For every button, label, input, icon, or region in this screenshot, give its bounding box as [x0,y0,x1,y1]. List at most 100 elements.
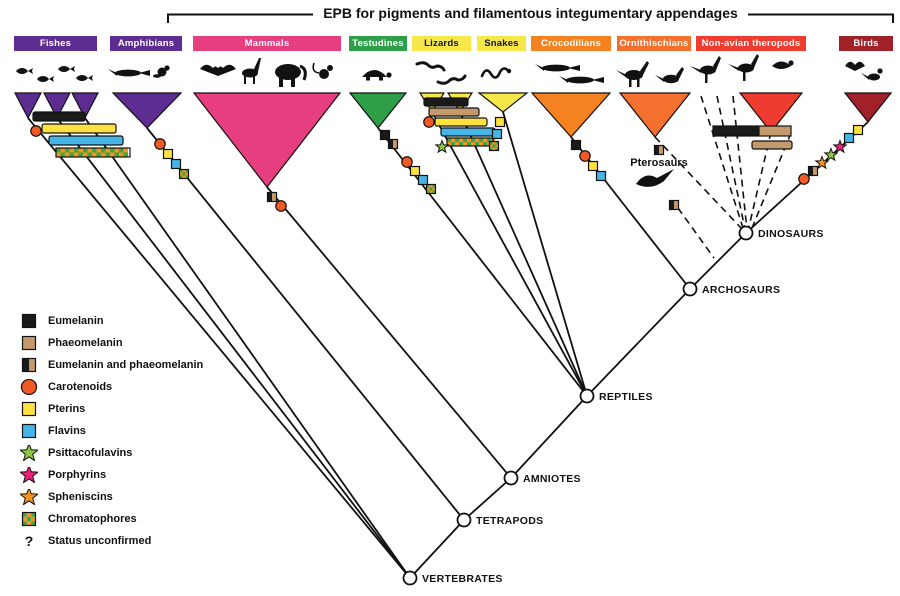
branch [502,111,588,397]
legend-item-chromatophores: Chromatophores [20,511,203,526]
legend-item-pterins: Pterins [20,401,203,416]
legend-label: Eumelanin [48,314,104,327]
pigment-marker-eumelanin_phaeomelanin [807,165,819,177]
branch [56,117,411,579]
clade-triangle-crocodilians [530,92,612,138]
legend-swatch-square [21,423,37,438]
tree-nodes: DINOSAURSARCHOSAURSREPTILESAMNIOTESTETRA… [402,225,824,586]
pigment-marker-flavin [417,174,429,186]
clade-triangle-amphibians [111,92,183,129]
mammals-silhouette [200,58,333,87]
pigment-marker-carotenoid [30,125,42,137]
fishes-silhouette [16,66,93,82]
legend-swatch-split [21,357,37,372]
pigment-marker-eumelanin [570,139,582,151]
pigment-marker-eumelanin_phaeomelanin [387,138,399,150]
group-header-birds: Birds [839,36,893,51]
legend-label: Status unconfirmed [48,534,152,547]
legend-swatch-checker [21,511,37,526]
pigment-marker-carotenoid [401,156,413,168]
pigment-marker-carotenoid [423,116,435,128]
legend-label: Eumelanin and phaeomelanin [48,358,204,371]
group-header-theropods: Non-avian theropods [696,36,806,51]
legend-swatch-star [20,488,38,505]
legend-swatch-circle [20,378,38,395]
legend-item-carotenoids: Carotenoids [20,378,203,395]
pigment-marker-porphyrin [832,139,848,154]
branch [431,111,588,397]
legend-item-eumelanin: Eumelanin [20,313,203,328]
legend-swatch-square [21,313,37,328]
testudines-silhouette [362,70,392,81]
node-amniotes [503,470,519,486]
legend-label: Pterins [48,402,86,415]
silhouettes [16,54,883,187]
node-label-dinosaurs: DINOSAURS [758,228,824,240]
legend-item-phaeomelanin: Phaeomelanin [20,335,203,350]
pigment-bar-chromatophore [446,137,495,147]
clade-triangle-fishes-2 [43,92,71,120]
node-label-vertebrates: VERTEBRATES [422,573,503,585]
legend-swatch-star [20,466,38,483]
pigment-marker-carotenoid [579,150,591,162]
clade-triangle-mammals [192,92,342,188]
pigment-marker-eumelanin [379,129,391,141]
node-vertebrates [402,570,418,586]
pigment-marker-eumelanin_phaeomelanin [266,191,278,203]
pigment-marker-flavin [170,158,182,170]
svg-text:?: ? [25,533,34,549]
pigment-bar-chromatophore [55,147,131,158]
lizards-silhouette [415,61,467,85]
pigment-bar-eumelanin [423,97,469,107]
legend-label: Psittacofulavins [48,446,133,459]
group-header-ornithischians: Ornithischians [617,36,691,51]
node-label-tetrapods: TETRAPODS [476,515,543,527]
branch-dashed [677,207,715,259]
pterosaurs-label: Pterosaurs [630,157,687,169]
legend-item-eumelanin-and-phaeomelanin: Eumelanin and phaeomelanin [20,357,203,372]
node-dinosaurs [738,225,754,241]
group-header-snakes: Snakes [477,36,526,51]
branch [146,127,465,521]
branch [463,477,512,521]
legend-label: Porphyrins [48,468,107,481]
pigment-bar-pterin [434,117,488,127]
pigment-bar-eumelanin-phaeomelanin [712,125,792,137]
ornithischians-silhouette [616,61,684,87]
branch-dashed [654,136,743,230]
pigment-marker-spheniscin [814,155,830,170]
legend-label: Carotenoids [48,380,113,393]
legend-item-status-unconfirmed: ? Status unconfirmed [20,533,203,549]
legend-label: Spheniscins [48,490,113,503]
group-header-amphibians: Amphibians [110,36,182,51]
pigment-marker-psittacofulvin [823,147,839,162]
branch [459,111,588,397]
clade-triangle-fishes-3 [71,92,99,120]
group-header-testudines: Testudines [349,36,407,51]
branch [409,519,465,579]
branch [689,232,747,290]
branch [84,117,411,579]
branch [266,186,512,479]
clade-triangles [14,92,893,188]
pigment-marker-flavin [491,128,503,140]
amphibians-silhouette [108,65,170,78]
pigment-marker-pterin [494,116,506,128]
pigment-marker-flavin [595,170,607,182]
pterosaur-silhouette [636,169,674,187]
legend-swatch-square [21,335,37,350]
snakes-silhouette [480,67,512,79]
group-header-lizards: Lizards [412,36,471,51]
clade-triangle-theropods [738,92,804,133]
branch-dashed [716,95,746,230]
pigment-marker-psittacofulvin [434,139,450,154]
node-tetrapods [456,512,472,528]
pigment-bar-phaeomelanin [751,140,793,150]
branch [586,288,691,397]
group-header-fishes: Fishes [14,36,97,51]
pigment-bar-flavin [48,135,124,146]
group-header-mammals: Mammals [193,36,341,51]
birds-silhouette [845,61,883,81]
